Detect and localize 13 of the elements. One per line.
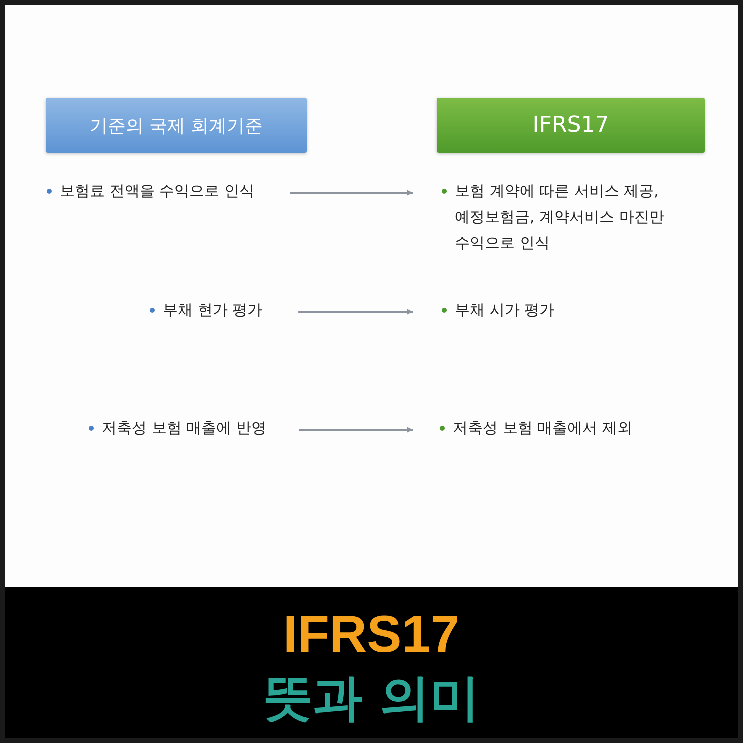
list-item-text: 보험료 전액을 수익으로 인식: [60, 181, 254, 202]
arrow: [290, 190, 413, 196]
list-item-text: 저축성 보험 매출에 반영: [102, 418, 266, 439]
list-item-text: 보험 계약에 따른 서비스 제공, 예정보험금, 계약서비스 마진만 수익으로 인식: [455, 181, 666, 254]
subtitle-text: 뜻과 의미: [262, 668, 482, 729]
column-header: 기준의 국제 회계기준: [46, 98, 307, 153]
column-header: IFRS17: [437, 98, 705, 153]
list-item-text: 부채 현가 평가: [163, 300, 263, 321]
arrow: [298, 309, 413, 315]
list-item-text: 저축성 보험 매출에서 제외: [453, 418, 632, 439]
list-item-text: 부채 시가 평가: [455, 300, 555, 321]
arrow: [299, 427, 413, 433]
title-text: IFRS17: [282, 605, 461, 666]
